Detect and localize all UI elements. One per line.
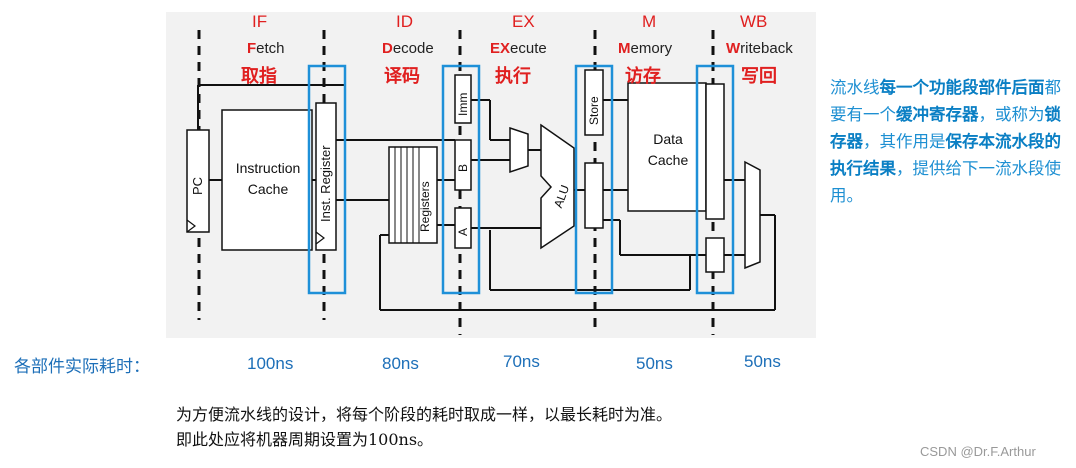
stage-if-abbr: IF	[252, 12, 268, 31]
stage-wb-abbr: WB	[740, 12, 768, 31]
stage-if-zh: 取指	[241, 66, 277, 87]
stage-m-zh: 访存	[625, 66, 661, 87]
operand-mux	[509, 126, 529, 174]
stage-wb-zh: 写回	[741, 66, 777, 87]
b-register	[454, 139, 472, 191]
timing-if: 100ns	[247, 354, 294, 373]
wb-alu-register	[705, 237, 725, 273]
timing-m: 50ns	[636, 354, 673, 373]
latch-explanation-note: 流水线每一个功能段部件后面都要有一个缓冲寄存器，或称为锁存器，其作用是保存本流水…	[830, 78, 1061, 205]
latch-highlights	[307, 64, 735, 295]
stage-ex-name: EXecute	[490, 40, 547, 57]
dcache-label-1: Data	[653, 131, 683, 147]
stage-wb-name: Writeback	[726, 40, 793, 57]
timing-ex: 70ns	[503, 352, 540, 371]
store-label: Store	[587, 96, 601, 125]
stage-m-name: Memory	[618, 40, 673, 57]
stage-id-name: Decode	[382, 40, 434, 57]
inst-register-label: Inst. Register	[318, 145, 333, 222]
datapath-wires	[197, 84, 776, 311]
a-label: A	[456, 227, 470, 236]
pc-label: PC	[190, 176, 205, 195]
footer-text: 为方便流水线的设计，将每个阶段的耗时取成一样，以最长耗时为准。 即此处应将机器周…	[176, 402, 896, 452]
mem-out-register	[705, 83, 725, 220]
latch-highlight-if-id	[307, 64, 347, 295]
stage-if-name: Fetch	[247, 40, 285, 57]
timing-id: 80ns	[382, 354, 419, 373]
stage-id-zh: 译码	[384, 66, 420, 87]
icache-label-1: Instruction	[235, 160, 301, 176]
inst-register	[315, 102, 337, 251]
registers-label: Registers	[418, 181, 432, 232]
stage-id-abbr: ID	[396, 12, 413, 31]
watermark: CSDN @Dr.F.Arthur	[920, 444, 1036, 459]
latch-highlight-id-ex	[441, 64, 481, 295]
stage-ex-abbr: EX	[512, 12, 535, 31]
alu-unit	[540, 123, 575, 250]
stage-ex-zh: 执行	[495, 66, 531, 87]
instruction-cache	[221, 109, 313, 251]
timing-label: 各部件实际耗时：	[14, 357, 150, 377]
imm-label: Imm	[456, 92, 470, 116]
data-cache	[627, 82, 707, 212]
writeback-mux	[744, 160, 761, 270]
icache-label-2: Cache	[247, 181, 289, 197]
alu-out-register	[584, 162, 604, 229]
footer-line-2: 即此处应将机器周期设置为100ns。	[176, 430, 434, 449]
stage-m-abbr: M	[642, 12, 657, 31]
footer-line-1: 为方便流水线的设计，将每个阶段的耗时取成一样，以最长耗时为准。	[176, 405, 673, 424]
store-register	[584, 69, 604, 136]
b-label: B	[456, 163, 470, 172]
latch-highlight-m-wb	[695, 64, 735, 295]
dcache-label-2: Cache	[647, 152, 689, 168]
timing-wb: 50ns	[744, 352, 781, 371]
latch-highlight-ex-m	[574, 64, 614, 295]
